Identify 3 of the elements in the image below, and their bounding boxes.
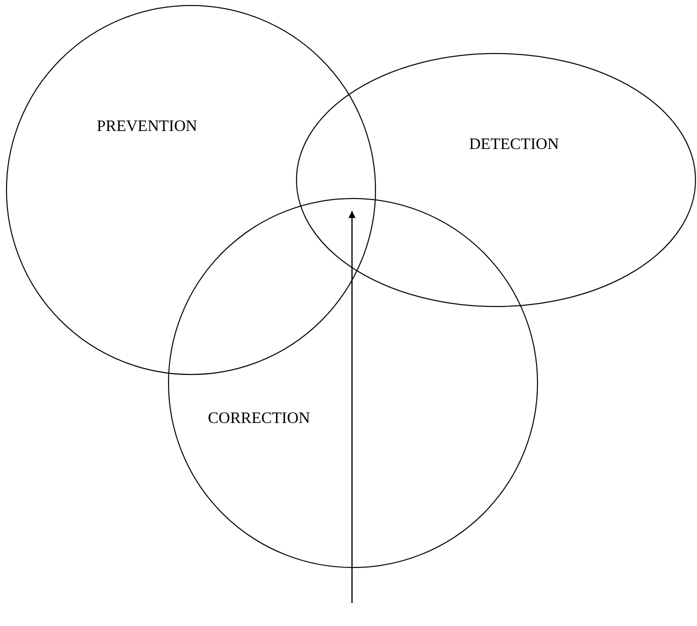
category-label: PREVENTION — [96, 118, 198, 136]
category-label: DETECTION — [469, 136, 559, 154]
category-label: CORRECTION — [208, 410, 310, 428]
